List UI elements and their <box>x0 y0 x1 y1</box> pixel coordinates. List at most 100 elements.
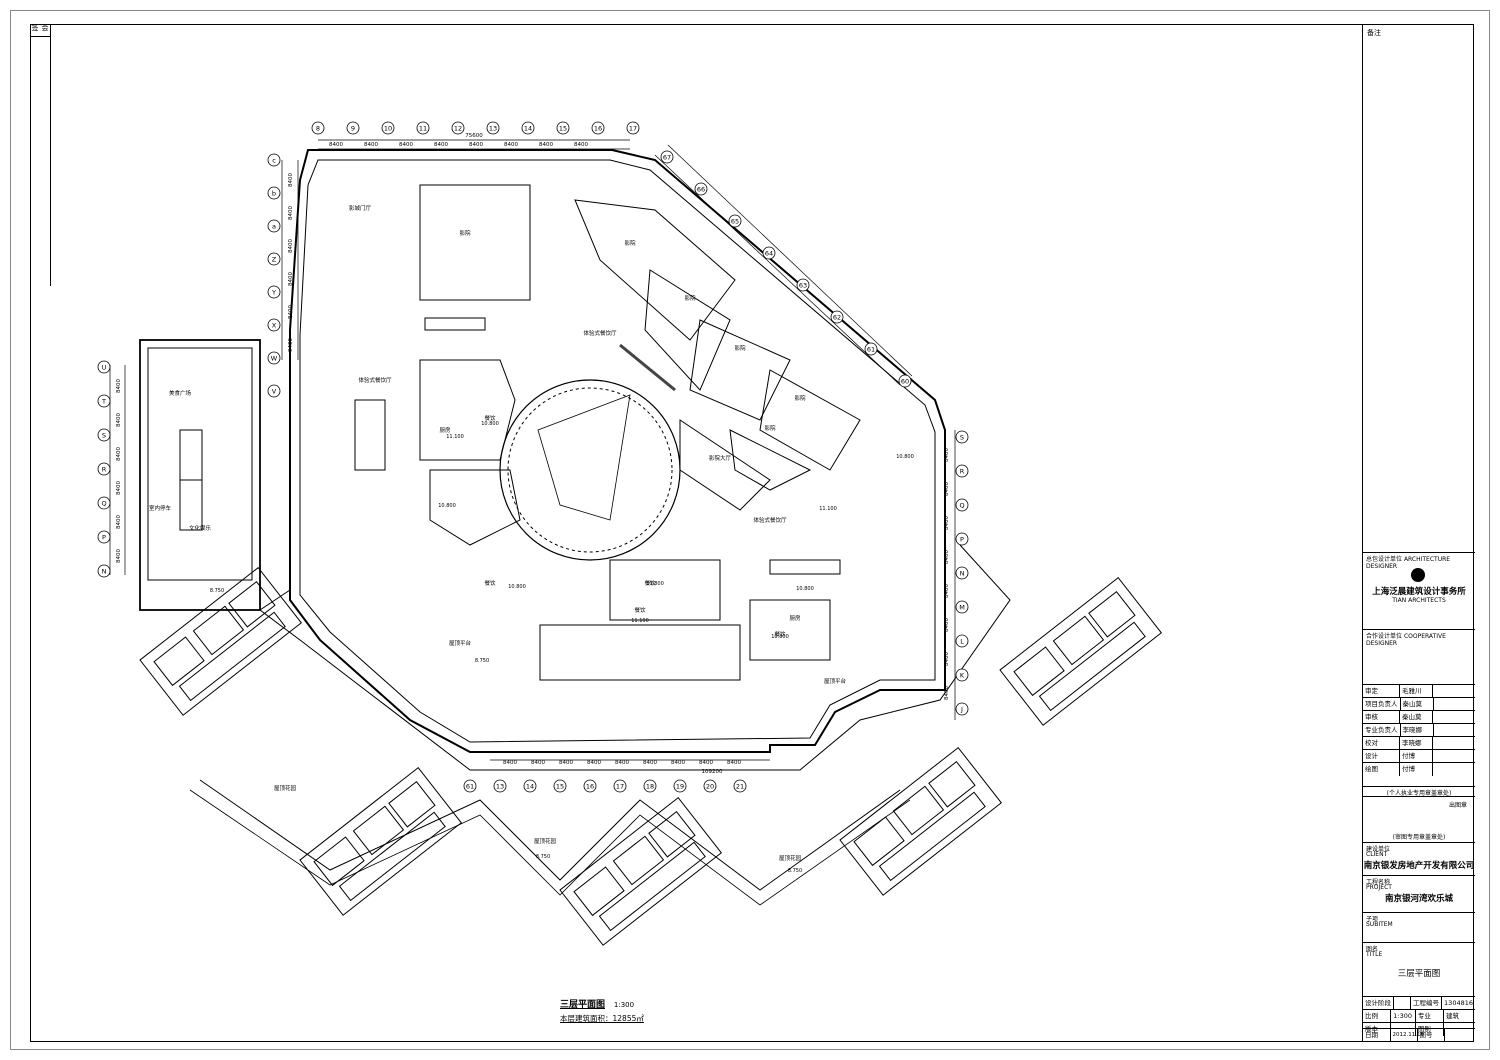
discipline-label: 专业 <box>1416 1010 1445 1023</box>
firm-name: 上海泛晨建筑设计事务所 <box>1372 587 1466 597</box>
axis-bubble <box>955 634 969 648</box>
room-label: 屋顶花园 <box>534 837 557 845</box>
axis-bubble <box>267 153 281 167</box>
axis-bubble <box>955 668 969 682</box>
signoff-role: 校对 <box>1363 737 1401 750</box>
room-label: 影院 <box>624 239 636 247</box>
axis-bubble <box>97 530 111 544</box>
elevation-label: 11.100 <box>631 618 649 624</box>
axis-label: 63 <box>799 282 807 290</box>
dimension-text: 8400 <box>699 760 713 766</box>
signoff-name: 毛雅川 <box>1400 685 1434 698</box>
firm-en: TIAN ARCHITECTS <box>1392 597 1446 604</box>
signoff-name: 付博 <box>1400 750 1434 763</box>
signoff-role: 绘图 <box>1363 763 1401 776</box>
axis-label: 8 <box>316 125 320 133</box>
client-en: CLIENT <box>1366 851 1388 858</box>
drawing-no-label: 工程编号 <box>1411 997 1443 1010</box>
project-name: 南京银河湾欢乐城 <box>1384 894 1453 904</box>
axis-bubble <box>703 779 717 793</box>
axis-label: K <box>960 672 965 680</box>
axis-label: b <box>272 190 276 198</box>
inner-frame <box>30 24 1474 1042</box>
axis-bubble <box>486 121 500 135</box>
axis-label: 66 <box>697 186 705 194</box>
cinema-block-3 <box>644 269 731 391</box>
axis-bubble <box>673 779 687 793</box>
residential-tower-4 <box>839 746 1002 896</box>
left-wing <box>139 339 261 611</box>
elevation-label: 10.800 <box>481 421 499 427</box>
axis-label: J <box>960 706 963 714</box>
axis-label: 62 <box>833 314 841 322</box>
room-label: 文化娱乐 <box>189 524 212 532</box>
elevation-label: 10.800 <box>508 584 526 590</box>
axis-bubble <box>267 318 281 332</box>
axis-bubble <box>583 779 597 793</box>
axis-label: X <box>272 322 277 330</box>
signoff-row: 审定毛雅川 <box>1363 684 1475 698</box>
signoff-name: 李晓娜 <box>1400 737 1434 750</box>
axis-bubble <box>97 394 111 408</box>
cinema-block-4 <box>689 319 791 421</box>
dimension-text: 8400 <box>434 142 448 148</box>
date-value: 2012.11.16 <box>1391 1029 1424 1042</box>
outer-frame <box>10 10 1490 1050</box>
axis-label: M <box>959 604 965 612</box>
axis-label: 14 <box>524 125 532 133</box>
dimension-text: 8400 <box>469 142 483 148</box>
central-atrium <box>499 379 681 561</box>
dimension-text: 8400 <box>944 516 950 530</box>
residential-tower-2 <box>299 766 462 916</box>
escalator-2 <box>769 559 841 575</box>
axis-bubble <box>97 360 111 374</box>
signoff-name: 秦山莫 <box>1400 711 1434 724</box>
axis-bubble <box>267 219 281 233</box>
elevation-label: 10.800 <box>896 454 914 460</box>
remark-label: 备注 <box>1367 29 1381 37</box>
cinema-block-6 <box>729 429 812 491</box>
designer-unit-en: ARCHITECTURE DESIGNER <box>1366 556 1451 570</box>
firm-logo-icon <box>1411 568 1425 582</box>
elevation-label: 11.100 <box>446 434 464 440</box>
signoff-name: 付博 <box>1400 763 1434 776</box>
dimension-text: 8400 <box>288 272 294 286</box>
dimension-text: 8400 <box>615 760 629 766</box>
designer-unit-label: 总包设计单位 <box>1366 556 1403 563</box>
dimension-text: 8400 <box>944 652 950 666</box>
elevation-label: 10.800 <box>771 634 789 640</box>
axis-label: S <box>102 432 106 440</box>
residential-tower-1 <box>139 566 302 716</box>
axis-label: 16 <box>586 783 594 791</box>
atrium-ring <box>507 387 673 553</box>
axis-label: 61 <box>466 783 474 791</box>
axis-label: 64 <box>765 250 773 258</box>
axis-label: R <box>960 468 965 476</box>
axis-bubble <box>694 182 708 196</box>
elevation-label: 8.750 <box>210 588 224 594</box>
room-label: 厨房 <box>439 426 451 434</box>
axis-bubble <box>864 342 878 356</box>
axis-bubble <box>660 150 674 164</box>
room-label: 餐饮 <box>774 630 786 638</box>
room-label: 影院 <box>764 424 776 432</box>
client-label: 建设单位 <box>1366 846 1391 853</box>
axis-label: V <box>272 388 277 396</box>
residential-tower-5 <box>999 576 1162 726</box>
axis-label: S <box>960 434 964 442</box>
axis-label: a <box>272 223 276 231</box>
room-label: 餐饮 <box>634 606 646 614</box>
elevation-label: 11.100 <box>819 506 837 512</box>
signoff-name: 秦山莫 <box>1401 698 1434 711</box>
axis-bubble <box>97 428 111 442</box>
dimension-text: 8400 <box>329 142 343 148</box>
project-en: PROJECT <box>1366 884 1392 891</box>
cinema-block <box>419 184 531 301</box>
discipline-value: 建筑 <box>1446 1012 1460 1020</box>
client-name: 南京银发房地产开发有限公司 <box>1363 861 1475 871</box>
room-label: 美食广场 <box>169 389 192 397</box>
elevation-label: 8.750 <box>536 854 550 860</box>
axis-bubble <box>346 121 360 135</box>
dimension-text: 8400 <box>944 686 950 700</box>
axis-label: 17 <box>629 125 637 133</box>
